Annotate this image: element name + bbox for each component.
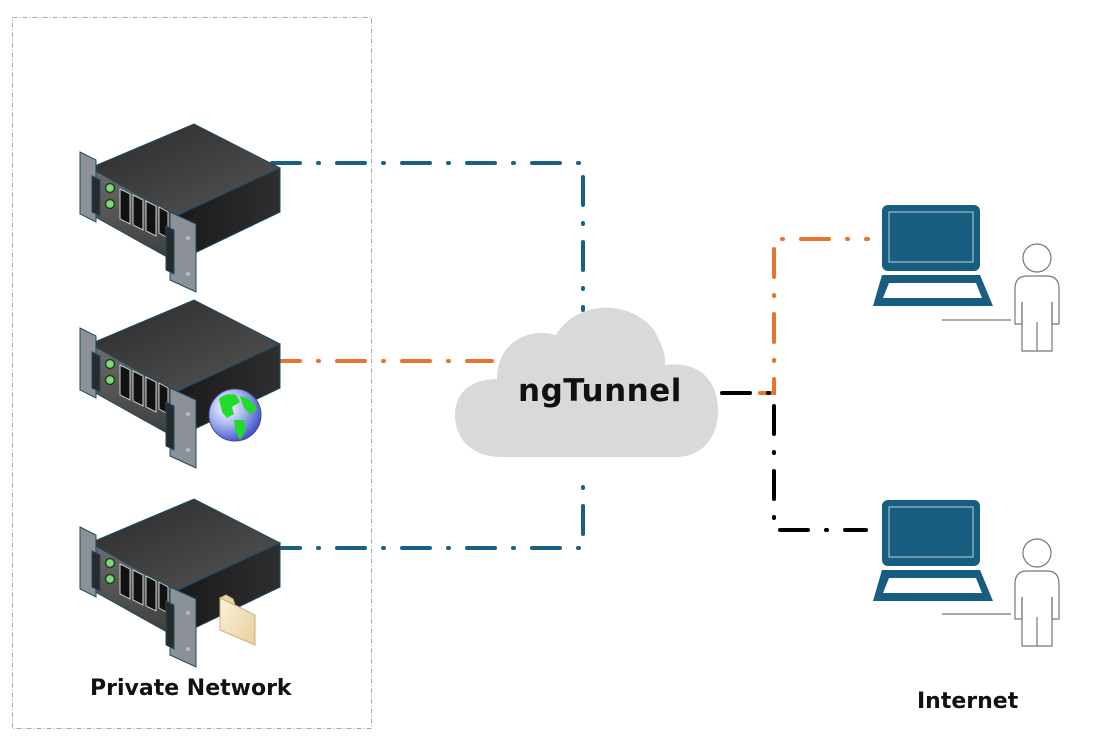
server-icon [79,299,281,469]
laptop-icon [872,204,994,307]
link-cloud-to-client-2 [720,391,868,532]
link-cloud-to-client-1 [758,237,870,395]
private-network-boundary [12,17,372,729]
cloud-icon [455,307,718,457]
user-icon [1014,538,1060,647]
user-icon [1014,243,1060,352]
cloud-label: ngTunnel [518,373,682,409]
globe-icon [208,388,262,442]
folder-icon [218,594,256,646]
link-server-1-to-cloud [270,161,585,312]
server-icon [79,123,281,293]
laptop-icon [872,499,994,602]
internet-label: Internet [917,689,1019,714]
connection-lines [270,161,870,550]
private-network-label: Private Network [90,676,292,701]
link-server-files-to-cloud [270,468,585,550]
